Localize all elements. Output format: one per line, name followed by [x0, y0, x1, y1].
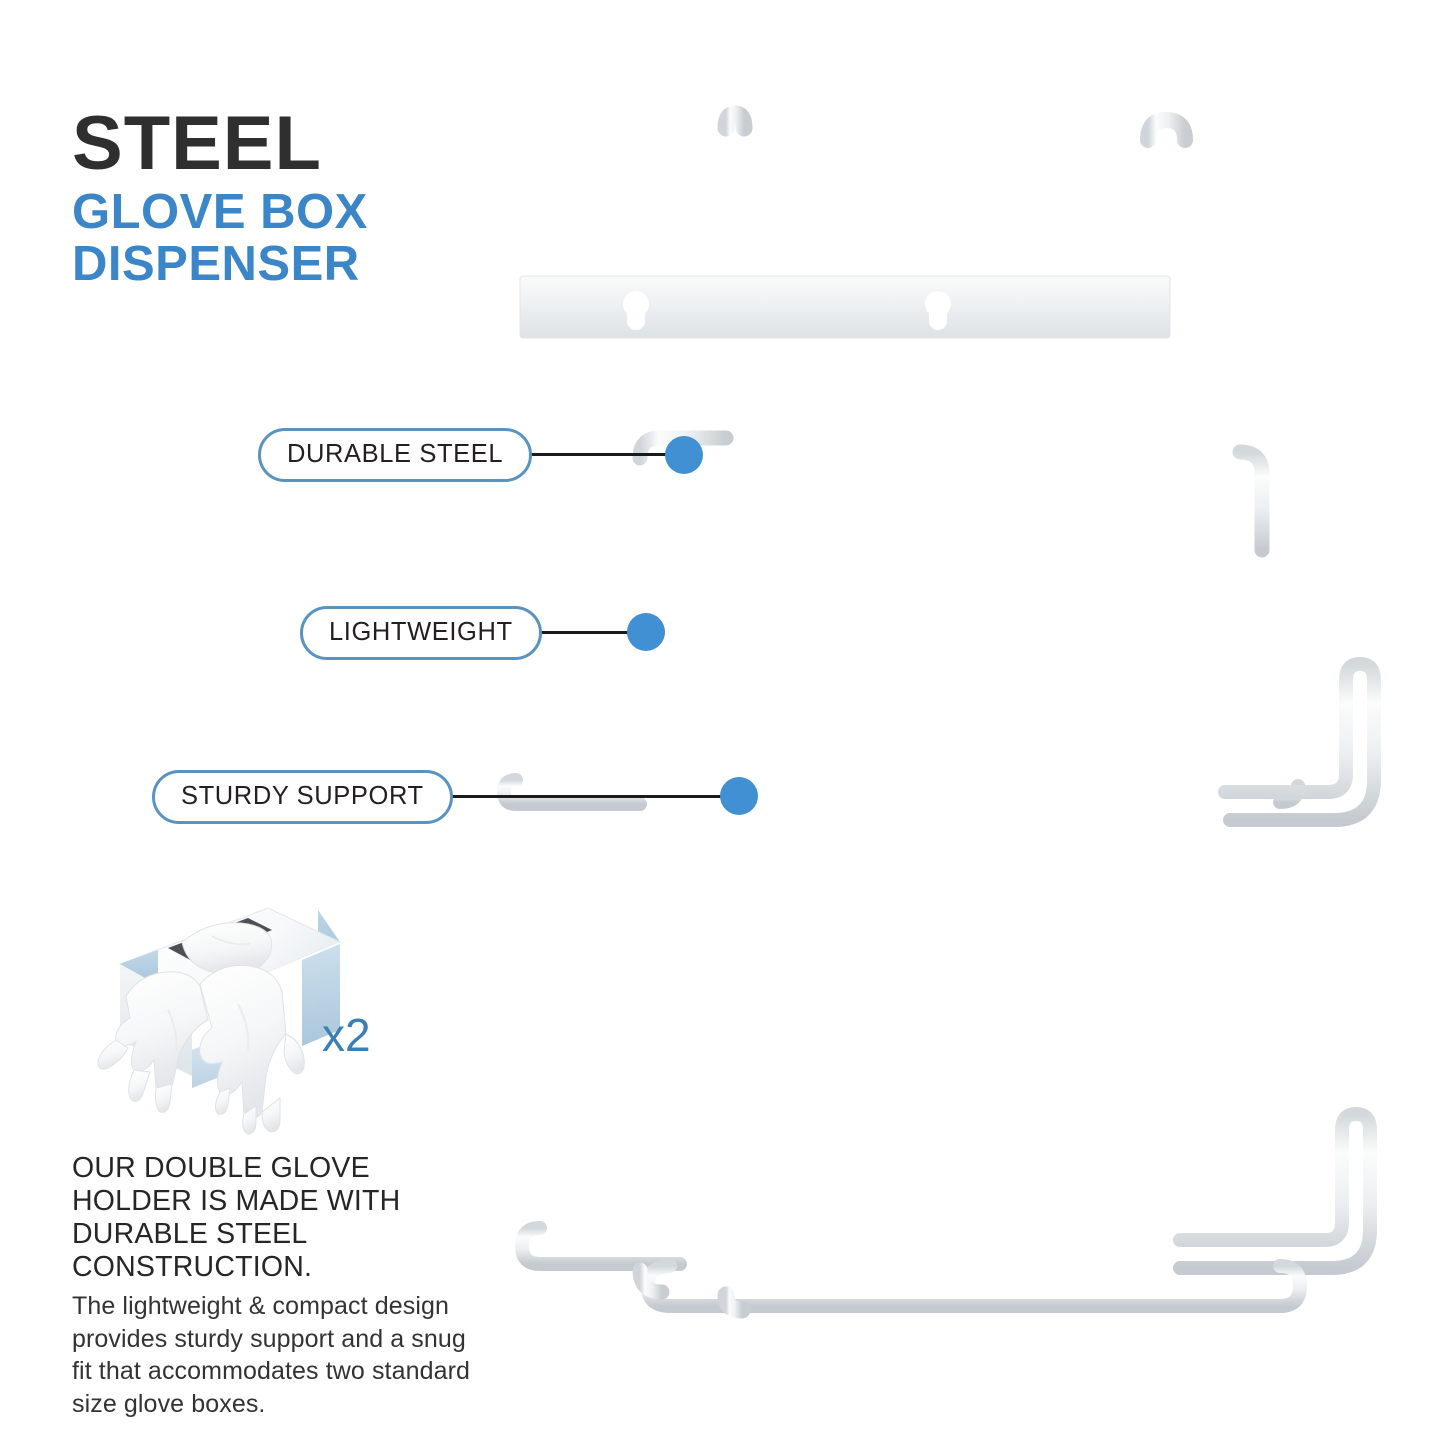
- callout-label-lightweight: LIGHTWEIGHT: [329, 618, 513, 647]
- upper-side-hook: [1218, 657, 1381, 827]
- headline-primary: STEEL: [72, 101, 322, 186]
- callout-label-durable-steel: DURABLE STEEL: [287, 440, 504, 469]
- headline-secondary: GLOVE BOX DISPENSER: [72, 184, 592, 291]
- leader-line-lightweight: [528, 631, 646, 634]
- callout-dot-durable-steel: [665, 436, 703, 474]
- mount-plate: [519, 275, 1171, 339]
- description-body: The lightweight & compact design provide…: [72, 1292, 471, 1418]
- callout-lightweight: LIGHTWEIGHT: [300, 606, 542, 660]
- glove-box-image: [72, 900, 412, 1140]
- callout-durable-steel: DURABLE STEEL: [258, 428, 533, 482]
- headline-secondary-line-1: GLOVE BOX: [72, 184, 368, 239]
- description-block: OUR DOUBLE GLOVE HOLDER IS MADE WITH DUR…: [72, 1152, 492, 1420]
- description-heading: OUR DOUBLE GLOVE HOLDER IS MADE WITH DUR…: [72, 1152, 401, 1284]
- lower-side-hook: [1173, 1107, 1377, 1275]
- callout-sturdy-support: STURDY SUPPORT: [152, 770, 453, 824]
- product-image-wire-rack: [480, 80, 1420, 1340]
- callout-label-sturdy-support: STURDY SUPPORT: [181, 782, 424, 811]
- quantity-badge-x2: x2: [322, 1009, 371, 1061]
- callout-dot-lightweight: [627, 613, 665, 651]
- leader-line-durable-steel: [496, 453, 686, 456]
- leader-line-sturdy-support: [420, 795, 740, 798]
- headline-block: STEEL GLOVE BOX DISPENSER: [72, 101, 592, 291]
- callout-dot-sturdy-support: [720, 777, 758, 815]
- headline-secondary-line-2: DISPENSER: [72, 236, 360, 291]
